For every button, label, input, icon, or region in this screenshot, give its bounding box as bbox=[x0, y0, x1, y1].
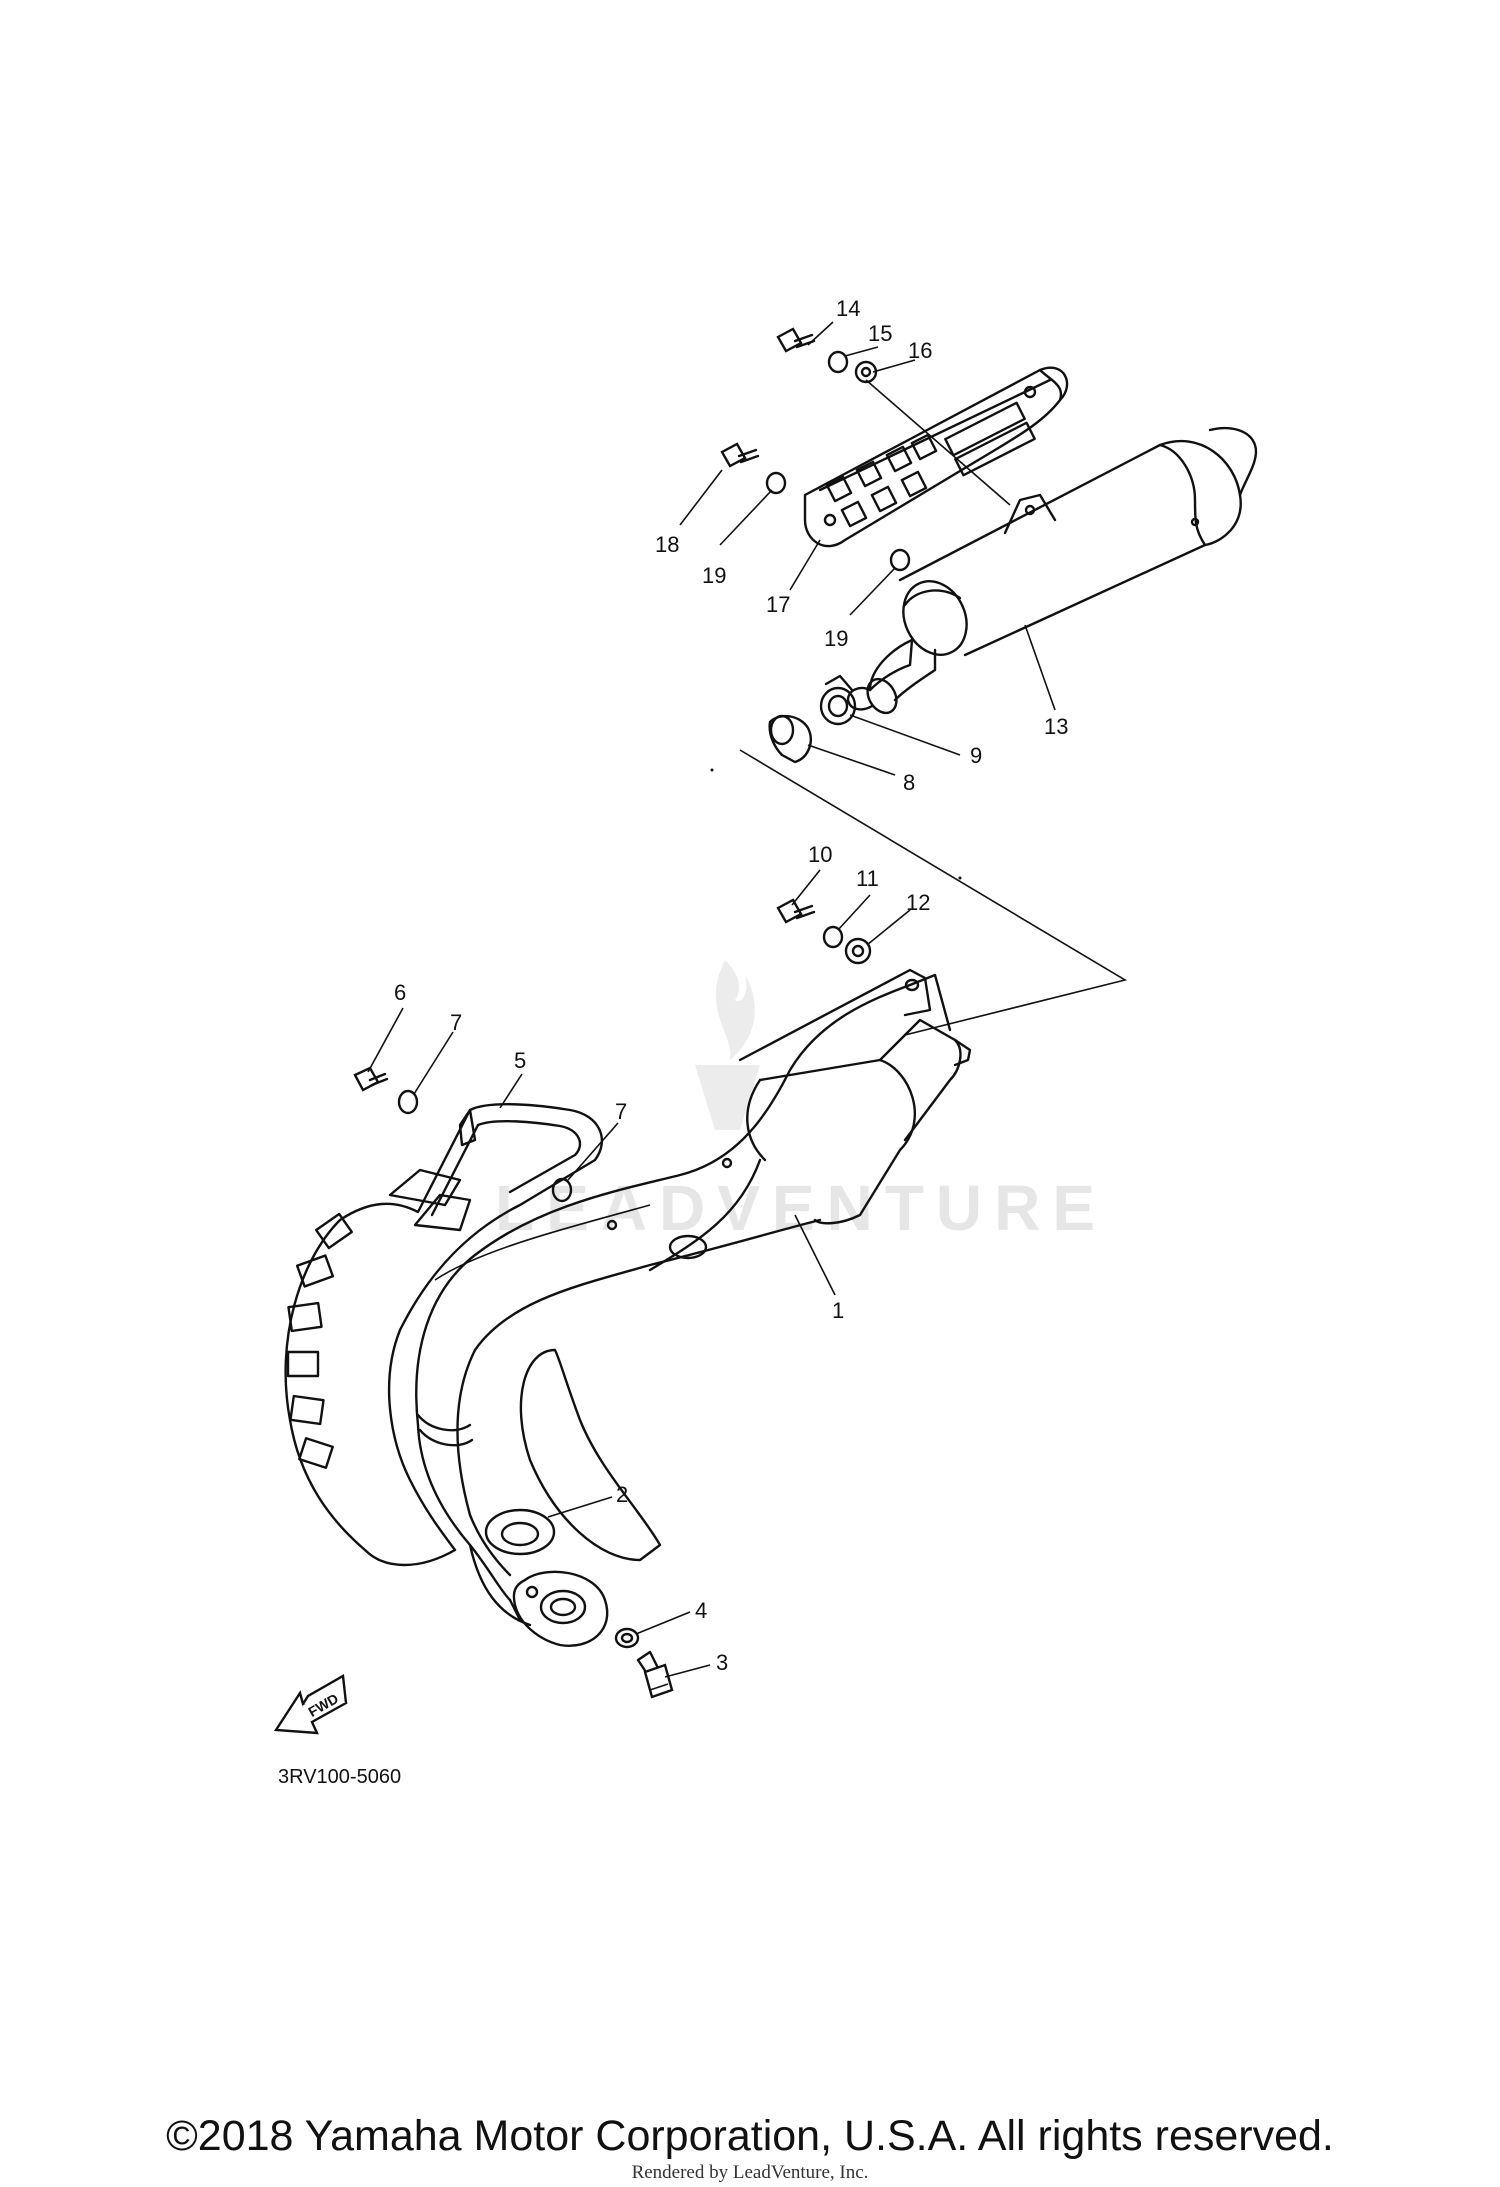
callout-6: 6 bbox=[394, 980, 406, 1005]
diagram-code: 3RV100-5060 bbox=[278, 1766, 401, 1788]
assembly-lines bbox=[710, 379, 1128, 1036]
callout-12: 12 bbox=[906, 890, 930, 915]
guard-collar-upper bbox=[854, 360, 878, 384]
forward-arrow-icon: FWD bbox=[273, 1674, 348, 1735]
guard-washer-upper bbox=[827, 350, 849, 374]
silencer-clamp bbox=[819, 674, 857, 726]
callout-3: 3 bbox=[716, 1650, 728, 1675]
pipe-lock-washer bbox=[822, 925, 844, 949]
gasket bbox=[484, 1508, 556, 1556]
callout-11: 11 bbox=[856, 866, 879, 891]
pipe-damper bbox=[844, 937, 872, 965]
guard-washer-lower-a bbox=[765, 471, 787, 495]
callout-15: 15 bbox=[868, 321, 892, 346]
exhaust-pipe bbox=[415, 968, 972, 1627]
leader-lines bbox=[367, 321, 1056, 1678]
silencer bbox=[846, 426, 1258, 715]
pipe-bolt bbox=[776, 898, 816, 924]
pipe-flange bbox=[512, 1570, 609, 1647]
protector-washer-b bbox=[551, 1177, 573, 1203]
guard-washer-lower-b bbox=[889, 548, 911, 572]
callout-8: 8 bbox=[903, 770, 915, 795]
callout-1: 1 bbox=[832, 1298, 844, 1323]
silencer-guard bbox=[803, 366, 1069, 548]
callout-10: 10 bbox=[808, 842, 832, 867]
callout-18: 18 bbox=[655, 532, 679, 557]
callout-17: 17 bbox=[766, 592, 790, 617]
watermark-text: LEADVENTURE bbox=[495, 1172, 1107, 1244]
callout-19: 19 bbox=[702, 563, 726, 588]
callout-16: 16 bbox=[908, 338, 932, 363]
callout-5: 5 bbox=[514, 1048, 526, 1073]
callout-7: 7 bbox=[615, 1099, 627, 1124]
callout-9: 9 bbox=[970, 743, 982, 768]
callout-14: 14 bbox=[836, 296, 860, 321]
callout-2: 2 bbox=[616, 1482, 628, 1507]
guard-bolt-lower bbox=[720, 442, 760, 468]
protector-bolt bbox=[353, 1066, 389, 1092]
flange-bolt bbox=[636, 1650, 674, 1699]
callouts: 14 15 16 18 19 17 19 13 9 8 10 11 12 6 7… bbox=[394, 296, 1068, 1675]
guard-bolt-upper bbox=[776, 327, 816, 353]
leadventure-watermark: LEADVENTURE bbox=[495, 960, 1107, 1244]
protector-washer-a bbox=[397, 1089, 419, 1115]
silencer-joint bbox=[768, 714, 812, 764]
pipe-protector bbox=[284, 1103, 604, 1567]
flange-washer bbox=[614, 1627, 640, 1649]
callout-4: 4 bbox=[695, 1598, 707, 1623]
copyright-notice: ©2018 Yamaha Motor Corporation, U.S.A. A… bbox=[166, 2112, 1334, 2160]
rendered-by-notice: Rendered by LeadVenture, Inc. bbox=[631, 2162, 869, 2183]
callout-7: 7 bbox=[450, 1010, 462, 1035]
callout-19: 19 bbox=[824, 626, 848, 651]
callout-13: 13 bbox=[1044, 714, 1068, 739]
